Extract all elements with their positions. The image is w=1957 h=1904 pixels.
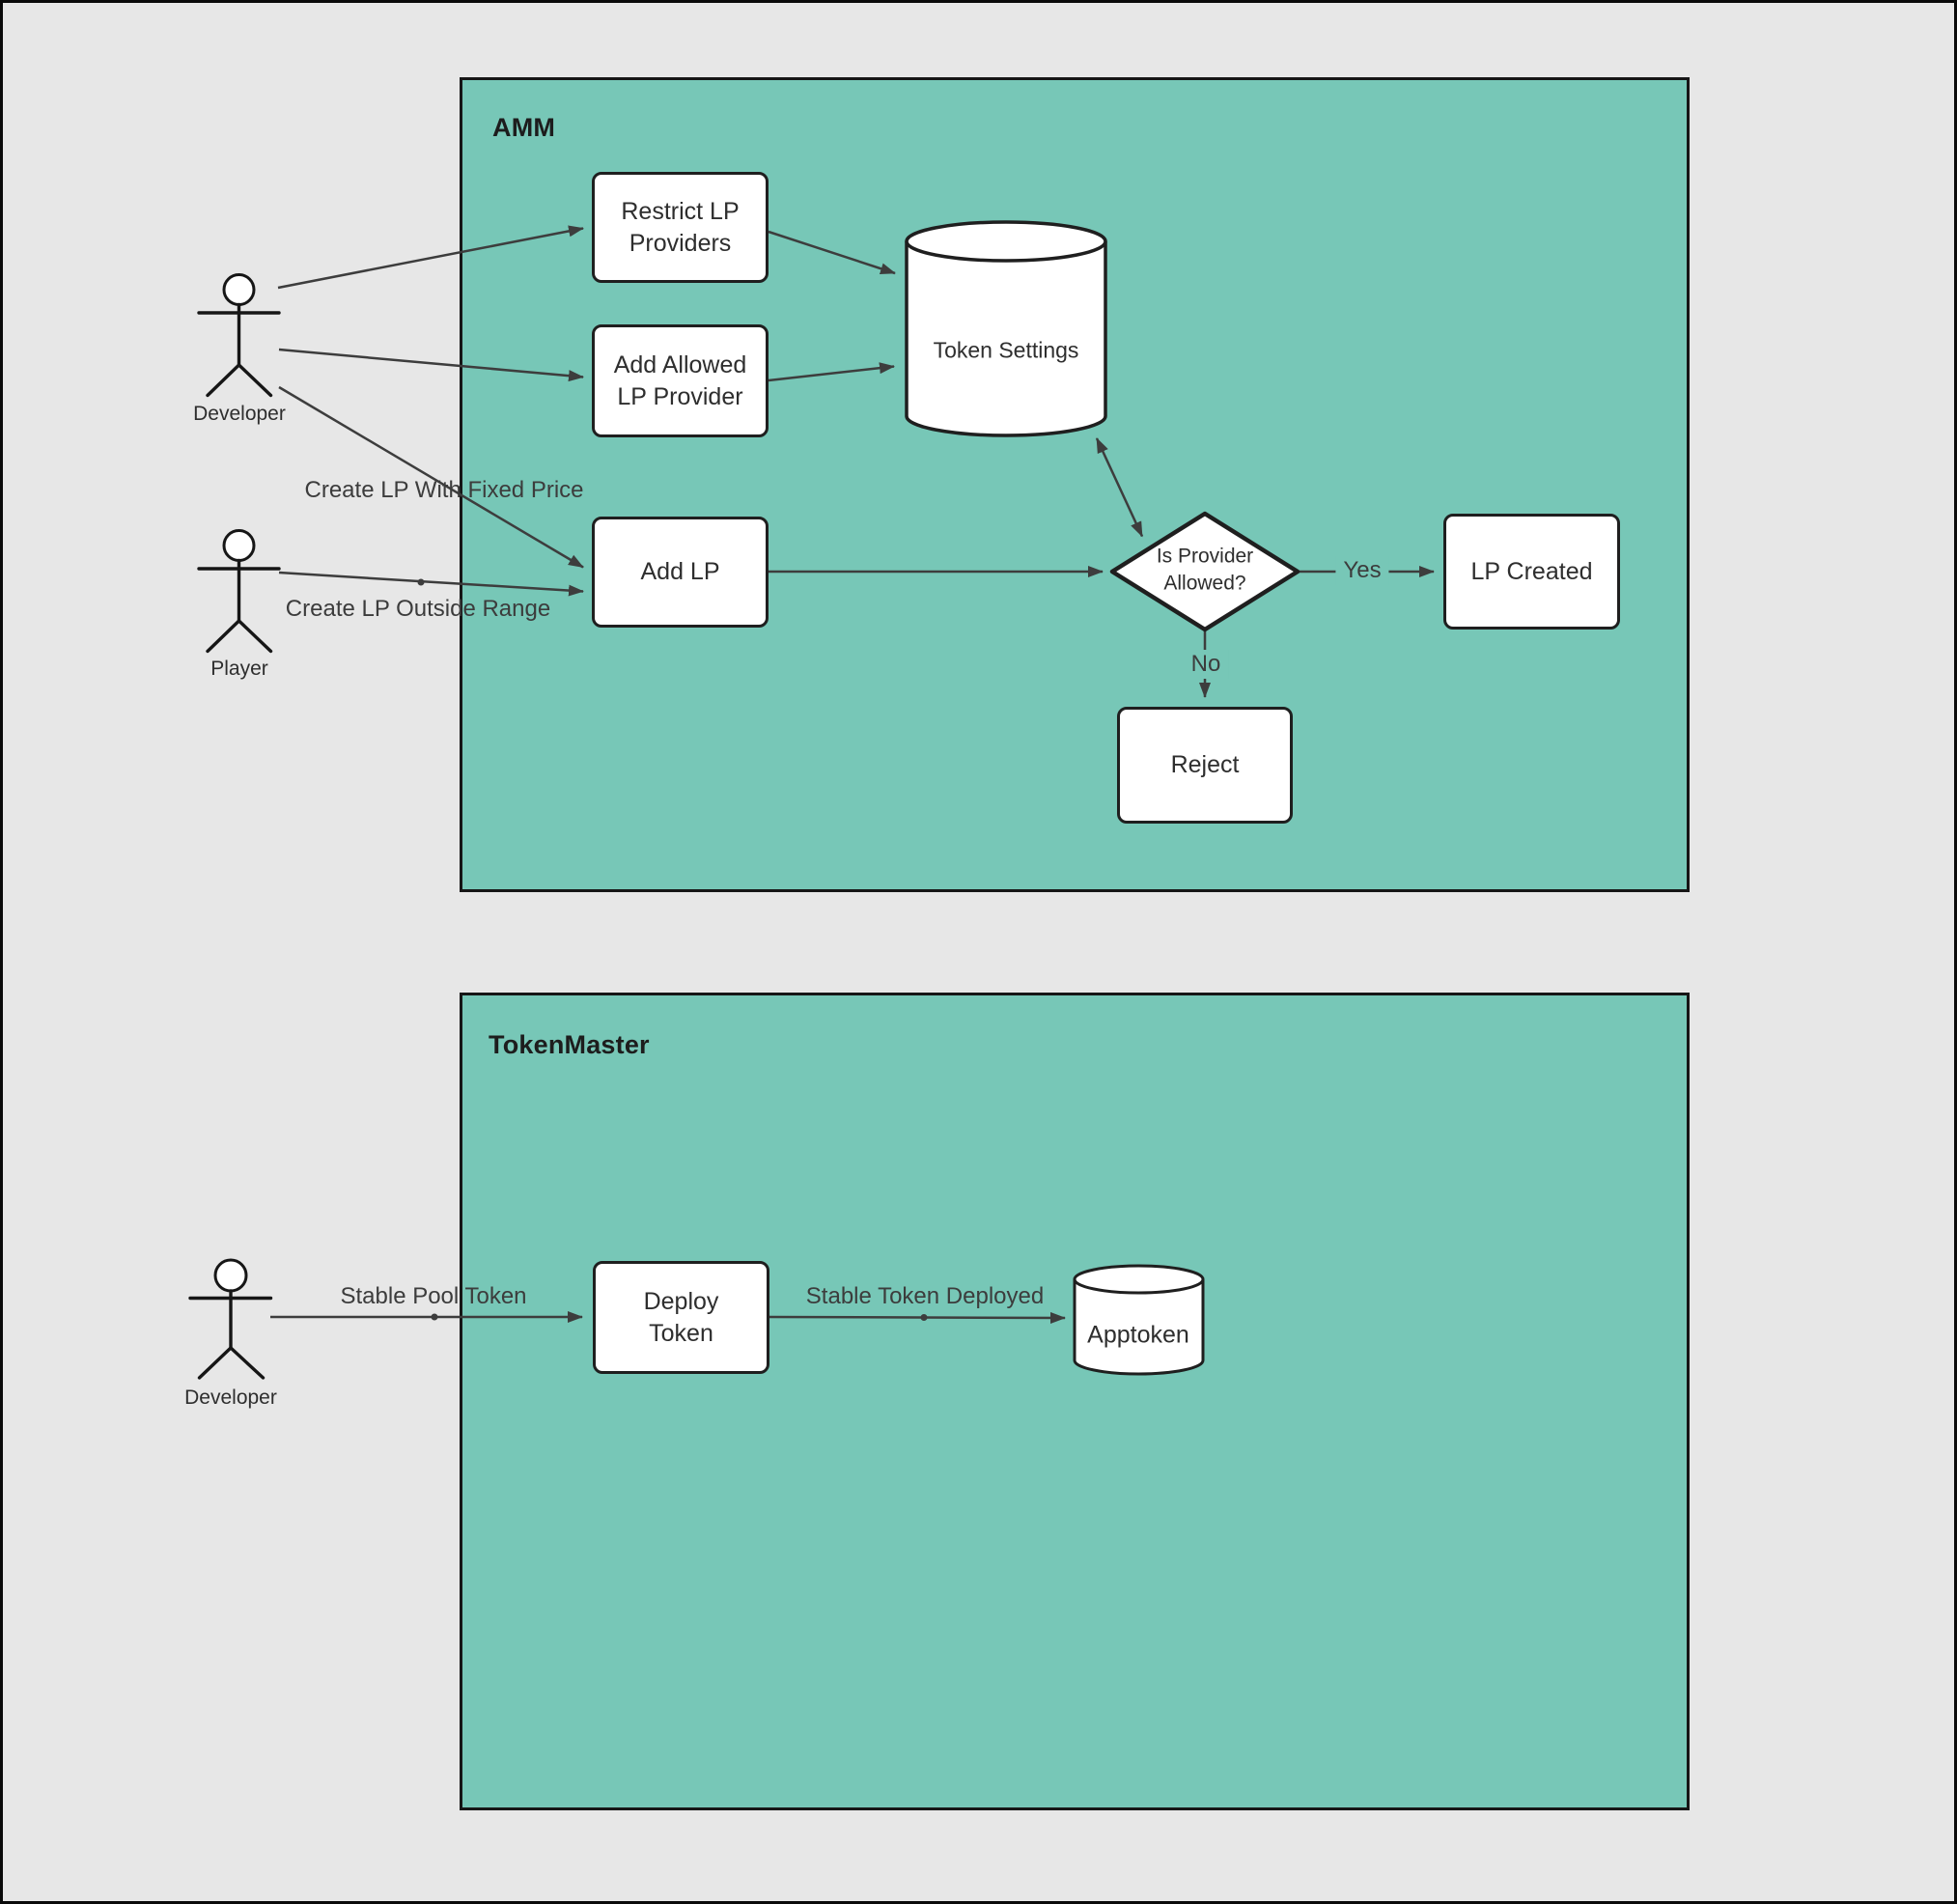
edge-token-settings-decision-bidirectional	[1095, 437, 1144, 538]
decision-diamond-shape	[1109, 511, 1300, 632]
node-label: Add Allowed LP Provider	[613, 350, 747, 410]
decision-label: Is Provider Allowed?	[1156, 545, 1254, 595]
node-add-allowed-lp-provider: Add Allowed LP Provider	[592, 324, 769, 437]
edge-label-create-lp-fixed-price: Create LP With Fixed Price	[304, 477, 584, 503]
edge-anchor-dot	[920, 1314, 928, 1321]
node-label: Reject	[1170, 751, 1240, 778]
edge-label-create-lp-outside-range: Create LP Outside Range	[285, 596, 551, 622]
node-label: Deploy Token	[643, 1287, 719, 1347]
node-restrict-lp-providers: Restrict LP Providers	[592, 172, 769, 283]
database-label-token-settings: Token Settings	[933, 337, 1079, 363]
database-shape-token-settings	[905, 220, 1107, 437]
edge-add-allowed-token-settings	[768, 362, 895, 382]
actor-label-developer-bottom: Developer	[184, 1386, 277, 1409]
node-deploy-token: Deploy Token	[593, 1261, 769, 1374]
container-tokenmaster	[460, 993, 1690, 1810]
edge-developer-restrict	[277, 225, 584, 290]
edge-developer-add-lp-fixed-price	[278, 385, 584, 569]
database-shape-apptoken	[1073, 1264, 1205, 1376]
actor-icon-developer-top	[197, 273, 281, 398]
node-add-lp: Add LP	[592, 517, 769, 628]
edge-anchor-dot	[417, 578, 425, 586]
edge-label-yes: Yes	[1335, 556, 1389, 585]
edge-developer-add-allowed	[278, 348, 584, 382]
container-amm-title: AMM	[492, 113, 556, 142]
container-tokenmaster-title: TokenMaster	[489, 1030, 650, 1059]
diagram-edges-layer	[188, 220, 1435, 1380]
node-label: Restrict LP Providers	[621, 197, 740, 257]
actor-icon-player	[197, 529, 281, 654]
node-lp-created: LP Created	[1443, 514, 1620, 630]
edge-restrict-token-settings	[768, 230, 896, 275]
node-label: LP Created	[1470, 557, 1593, 585]
edge-label-no: No	[1183, 650, 1229, 679]
edge-player-add-lp-outside-range	[278, 571, 584, 597]
actor-label-player: Player	[210, 658, 268, 680]
actor-label-developer-top: Developer	[193, 403, 286, 425]
actor-icon-developer-bottom	[188, 1258, 273, 1380]
database-label-apptoken: Apptoken	[1087, 1321, 1189, 1349]
node-label: Add LP	[640, 558, 720, 585]
edge-deploy-token-apptoken	[769, 1311, 1066, 1324]
edge-anchor-dot	[431, 1313, 438, 1321]
edge-label-stable-token-deployed: Stable Token Deployed	[805, 1283, 1045, 1309]
edge-label-stable-pool-token: Stable Pool Token	[340, 1283, 527, 1309]
node-reject: Reject	[1117, 707, 1293, 824]
